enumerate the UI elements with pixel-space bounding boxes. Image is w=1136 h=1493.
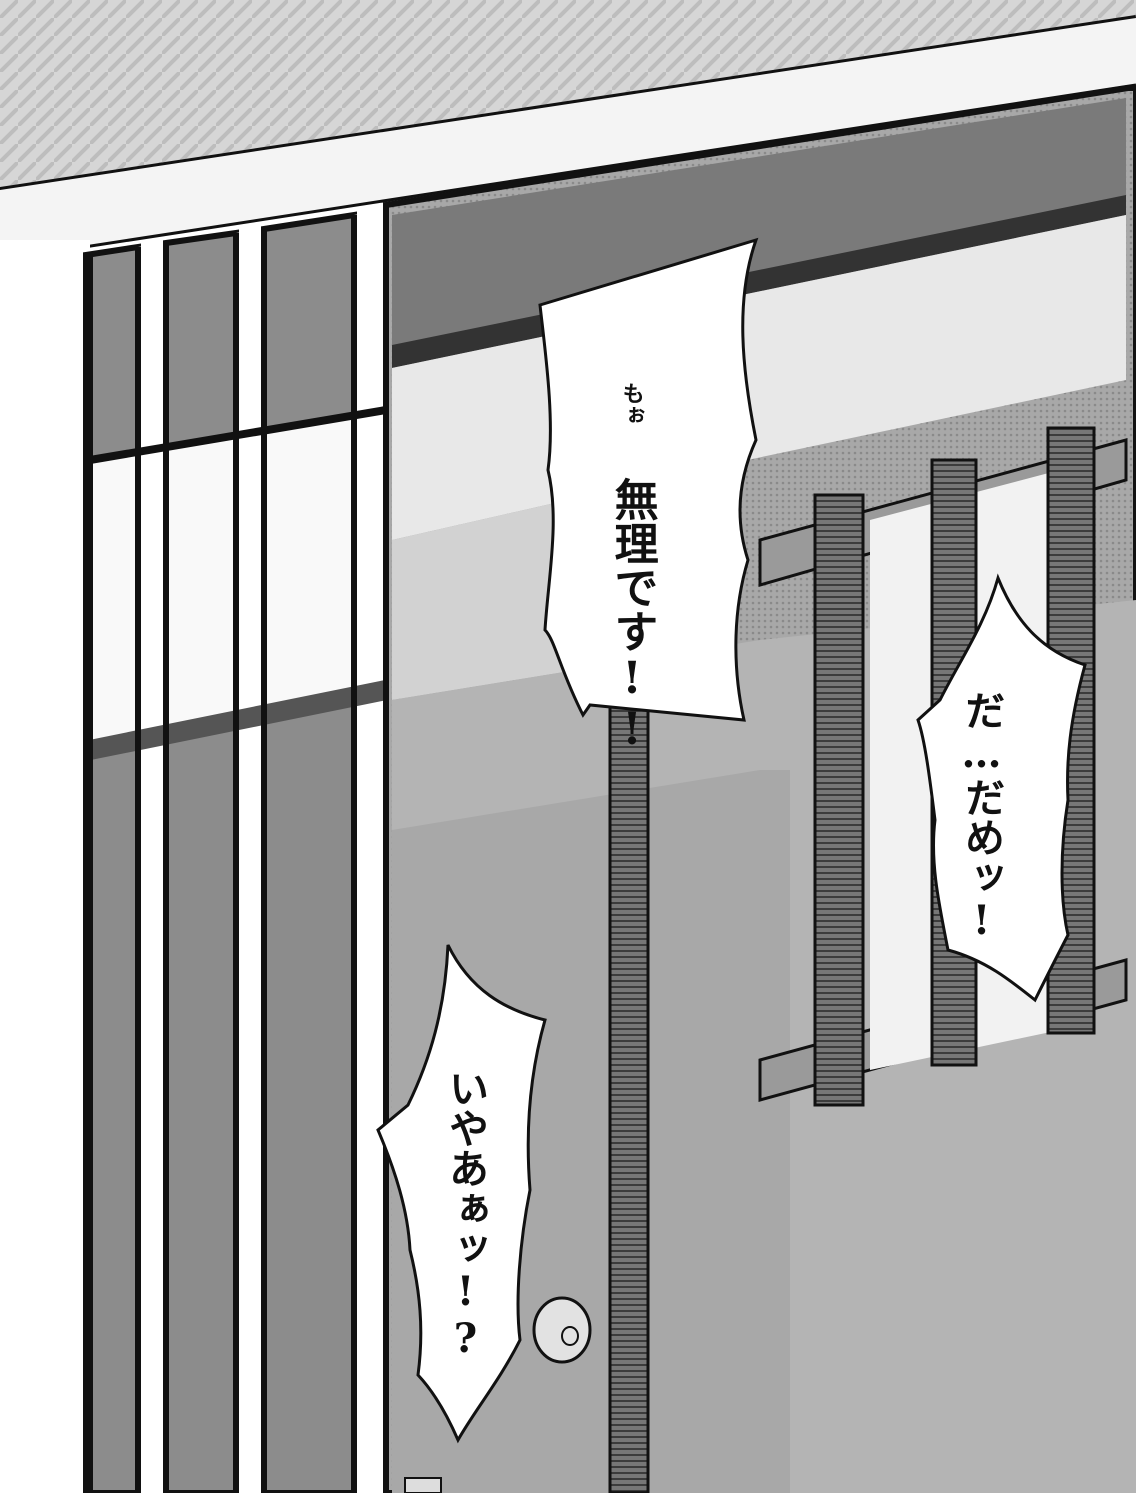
left-wall — [0, 240, 90, 1493]
speech-text-3: いやあぁッ!? — [442, 1068, 489, 1362]
speech-bubble-3 — [376, 944, 547, 1444]
speech-text-2: だ…だめッ! — [958, 690, 1005, 944]
speech-text-1: もぉ 無理です!! — [606, 382, 658, 755]
door-knob — [532, 1296, 592, 1364]
door-lintel — [0, 18, 1136, 260]
furigana: もぉ — [618, 382, 645, 426]
speech-line: 無理です!! — [606, 477, 658, 755]
left-slats — [83, 210, 388, 1493]
speech-bubble-2 — [916, 573, 1087, 1003]
hatched-post — [608, 688, 650, 1493]
ceiling — [0, 0, 1136, 190]
speech-bubble-1 — [538, 237, 759, 722]
